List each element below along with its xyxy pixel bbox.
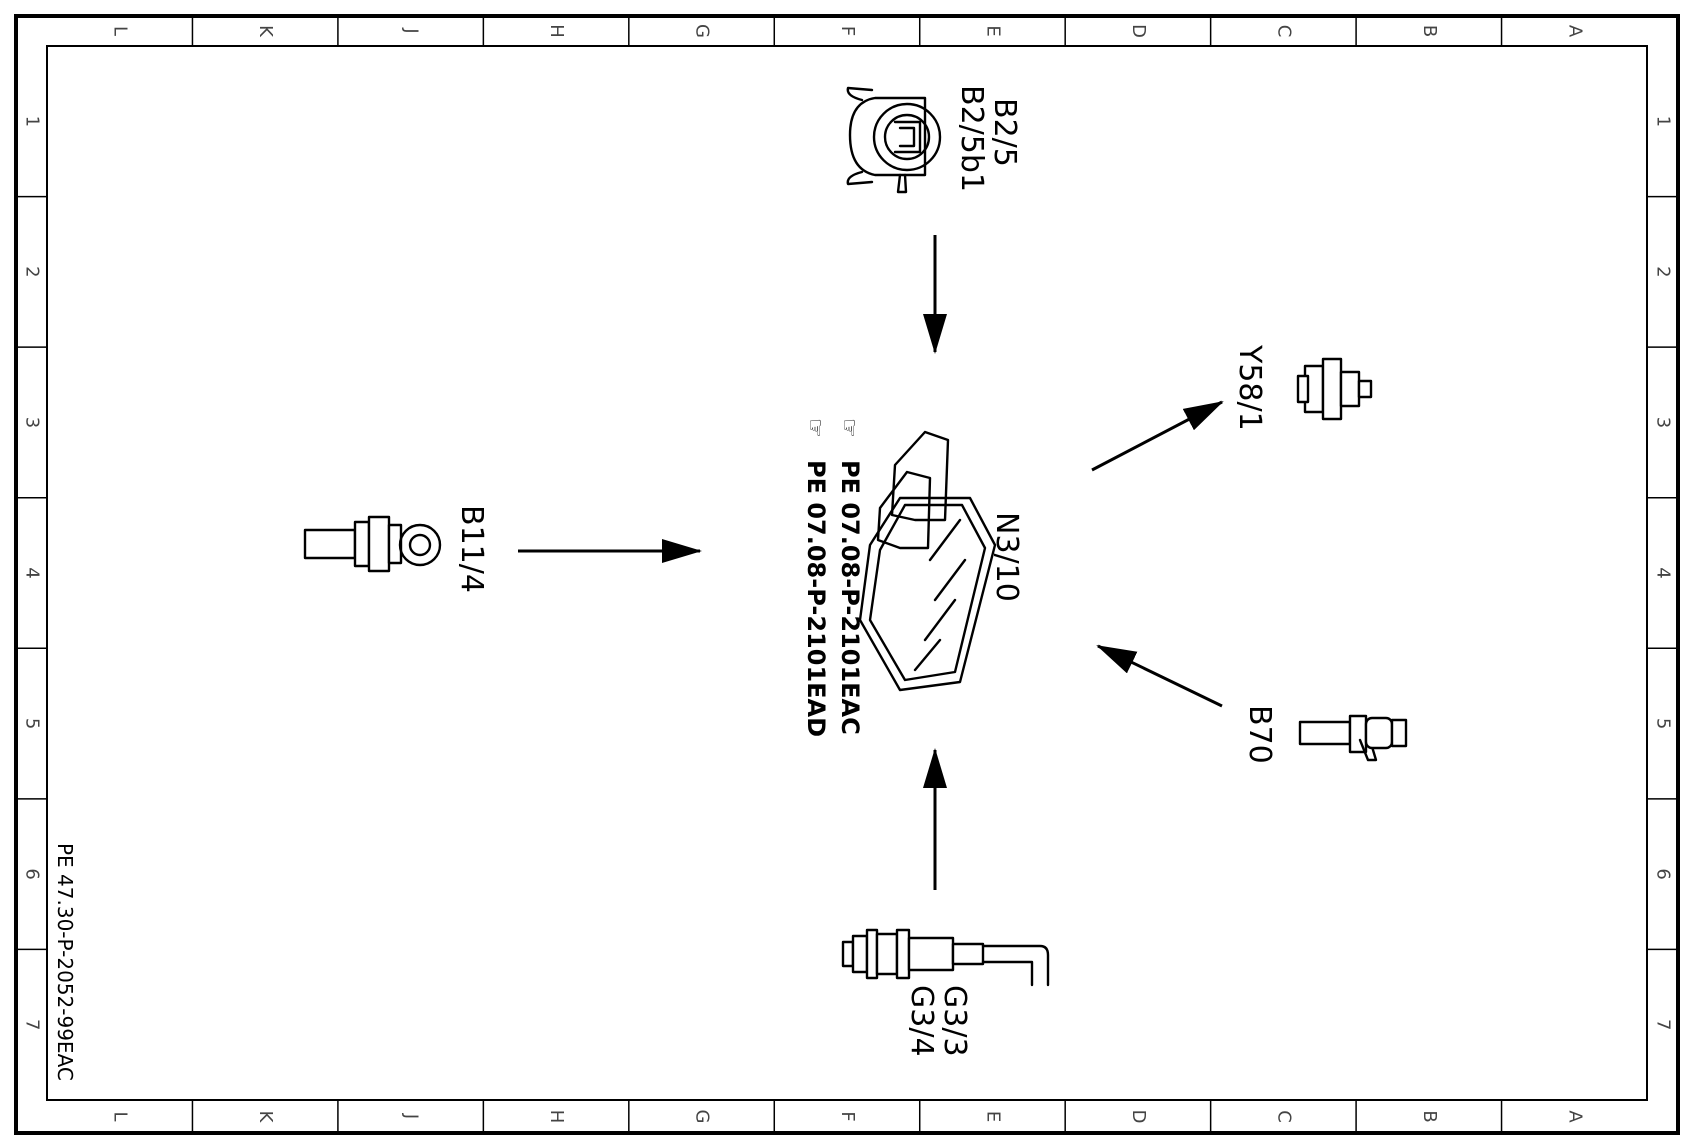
- g3-label-2: G3/4: [904, 985, 939, 1057]
- zone-column-label-A: A: [1564, 25, 1585, 38]
- zone-row-label-1: 1: [22, 116, 43, 127]
- component-g3-3: G3/3 G3/4: [841, 928, 1050, 1057]
- zone-row-label-4: 4: [22, 567, 43, 578]
- reference-2: ☞ PE 07.08-P-2101EAD: [802, 418, 830, 737]
- zone-column-label-G: G: [692, 1110, 713, 1124]
- zone-column-ticks: [191, 16, 1503, 1133]
- zone-row-label-1: 1: [1653, 116, 1674, 127]
- zone-column-label-B: B: [1419, 25, 1440, 37]
- b11-label: B11/4: [454, 505, 489, 593]
- zone-row-label-2: 2: [1653, 266, 1674, 277]
- zone-column-label-F: F: [837, 26, 858, 36]
- drawing-code: PE 47.30-P-2052-99EAC: [53, 843, 77, 1081]
- svg-text:PE 07.08-P-2101EAC: PE 07.08-P-2101EAC: [836, 460, 864, 735]
- zone-row-label-6: 6: [22, 868, 43, 879]
- drawing-frame: [14, 14, 1680, 1135]
- zone-column-label-J: J: [401, 27, 422, 33]
- reference-notes: ☞ PE 07.08-P-2101EAC ☞ PE 07.08-P-2101EA…: [802, 418, 864, 737]
- g3-label-1: G3/3: [937, 985, 972, 1057]
- b2-label-2: B2/5b1: [954, 85, 989, 192]
- zone-row-label-7: 7: [1653, 1019, 1674, 1030]
- pointing-hand-icon: ☞: [802, 418, 827, 438]
- zone-row-label-5: 5: [22, 718, 43, 729]
- purge-valve-icon: [1296, 357, 1373, 421]
- zone-row-label-3: 3: [22, 417, 43, 428]
- zone-column-label-E: E: [982, 25, 1003, 36]
- zone-column-label-D: D: [1128, 24, 1149, 38]
- y58-label: Y58/1: [1232, 344, 1267, 431]
- pointing-hand-icon: ☞: [836, 418, 861, 438]
- engine-control-unit-icon: [858, 430, 997, 692]
- zone-column-label-G: G: [692, 24, 713, 38]
- zone-row-label-4: 4: [1653, 567, 1674, 578]
- air-flow-sensor-icon: [846, 86, 942, 194]
- zone-row-label-7: 7: [22, 1019, 43, 1030]
- component-n3-10: N3/10: [858, 430, 1024, 692]
- zone-column-label-E: E: [982, 1111, 1003, 1122]
- zone-column-label-L: L: [110, 26, 131, 36]
- b70-label: B70: [1242, 705, 1277, 764]
- zone-row-ticks: [16, 195, 1678, 951]
- zone-row-label-5: 5: [1653, 718, 1674, 729]
- zone-column-labels: L L K K J J H H G G F F E E D D C C B B A A: [110, 24, 1586, 1124]
- component-b2-5: B2/5 B2/5b1: [846, 85, 1022, 194]
- zone-column-label-B: B: [1419, 1110, 1440, 1122]
- zone-row-labels: 1 1 2 2 3 3 4 4 5 5 6 6 7 7: [22, 116, 1674, 1031]
- temperature-sensor-icon: [303, 515, 442, 573]
- zone-row-label-3: 3: [1653, 417, 1674, 428]
- component-y58-1: Y58/1: [1232, 344, 1373, 431]
- zone-column-label-C: C: [1273, 1110, 1294, 1123]
- arrow-b70-to-n3: [1096, 644, 1223, 708]
- zone-column-label-L: L: [110, 1111, 131, 1121]
- component-b70: B70: [1242, 705, 1408, 764]
- svg-text:PE 07.08-P-2101EAD: PE 07.08-P-2101EAD: [802, 460, 830, 737]
- zone-column-label-K: K: [255, 1111, 276, 1124]
- zone-column-label-D: D: [1128, 1110, 1149, 1124]
- zone-column-label-J: J: [401, 1113, 422, 1119]
- crankshaft-sensor-icon: [1298, 714, 1408, 762]
- n3-label: N3/10: [989, 512, 1024, 602]
- zone-row-label-6: 6: [1653, 868, 1674, 879]
- zone-column-label-F: F: [837, 1111, 858, 1121]
- zone-row-label-2: 2: [22, 266, 43, 277]
- b2-label-1: B2/5: [987, 98, 1022, 167]
- arrow-n3-to-y58: [1091, 400, 1224, 472]
- zone-column-label-C: C: [1273, 25, 1294, 38]
- reference-1: ☞ PE 07.08-P-2101EAC: [836, 418, 864, 735]
- zone-column-label-H: H: [546, 24, 567, 38]
- zone-column-label-H: H: [546, 1110, 567, 1124]
- zone-column-label-K: K: [255, 25, 276, 38]
- zone-column-label-A: A: [1564, 1110, 1585, 1123]
- component-b11-4: B11/4: [303, 505, 489, 593]
- oxygen-sensor-icon: [841, 928, 1050, 987]
